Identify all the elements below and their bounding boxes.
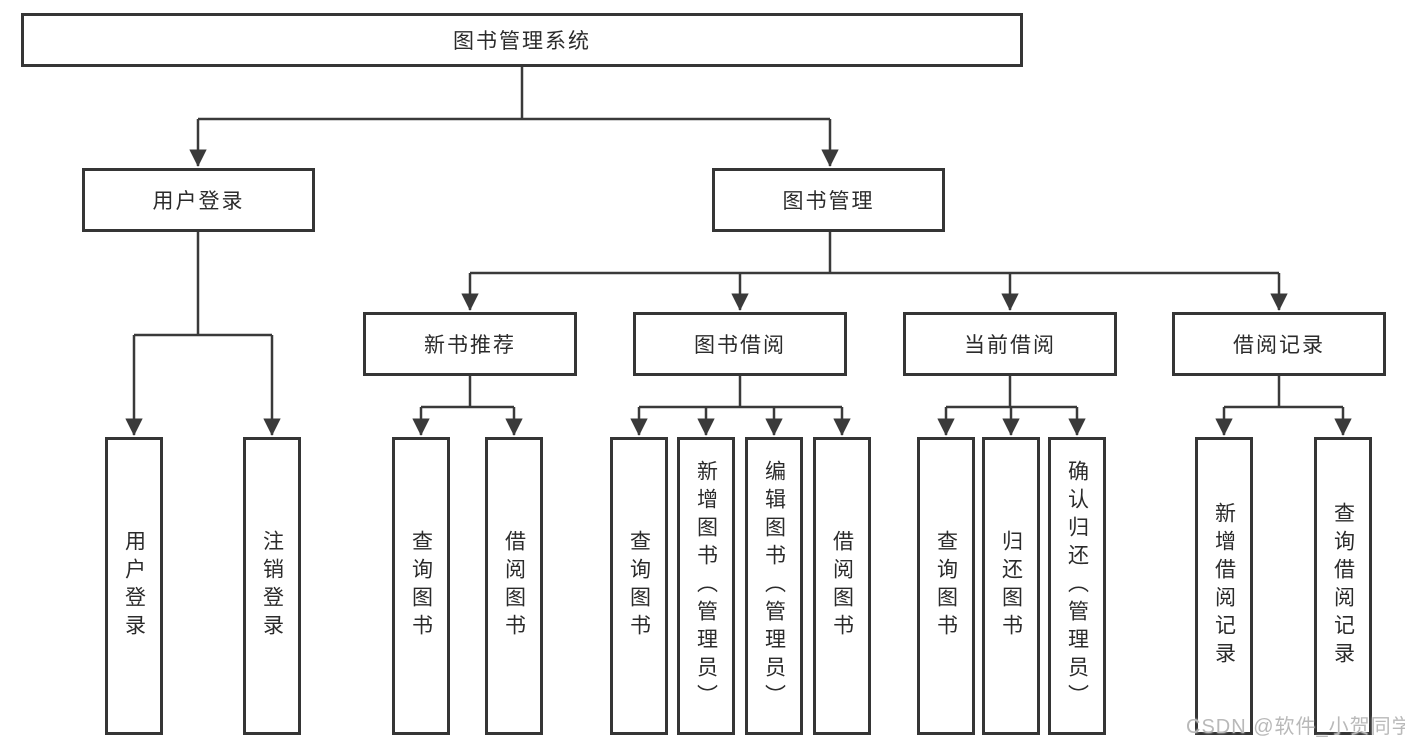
leaf-query-books-recommend: 查询图书 — [392, 437, 450, 735]
node-user-login: 用户登录 — [82, 168, 315, 232]
node-label: 图书借阅 — [694, 334, 786, 357]
node-label: 查询图书 — [934, 530, 958, 642]
node-label: 借阅图书 — [502, 530, 526, 642]
node-book-borrow: 图书借阅 — [633, 312, 847, 376]
csdn-watermark: CSDN @软件_小贺同学 — [1186, 716, 1405, 738]
node-label: 确认归还（管理员） — [1065, 460, 1089, 712]
node-label: 图书管理系统 — [453, 30, 591, 53]
leaf-add-borrow-record: 新增借阅记录 — [1195, 437, 1253, 735]
node-label: 借阅图书 — [830, 530, 854, 642]
leaf-return-books: 归还图书 — [982, 437, 1040, 735]
node-label: 查询图书 — [627, 530, 651, 642]
node-label: 图书管理 — [782, 190, 875, 213]
node-root-library-management-system: 图书管理系统 — [21, 13, 1023, 67]
leaf-borrow-books-recommend: 借阅图书 — [485, 437, 543, 735]
leaf-query-books-current: 查询图书 — [917, 437, 975, 735]
node-label: 注销登录 — [260, 530, 284, 642]
node-new-book-recommend: 新书推荐 — [363, 312, 577, 376]
node-label: 借阅记录 — [1233, 334, 1325, 357]
node-label: 新书推荐 — [424, 334, 516, 357]
node-label: 编辑图书（管理员） — [762, 460, 786, 712]
node-label: 新增图书（管理员） — [694, 460, 718, 712]
leaf-query-borrow-record: 查询借阅记录 — [1314, 437, 1372, 735]
node-borrow-records: 借阅记录 — [1172, 312, 1386, 376]
node-label: 用户登录 — [122, 530, 146, 642]
leaf-borrow-books: 借阅图书 — [813, 437, 871, 735]
leaf-confirm-return-admin: 确认归还（管理员） — [1048, 437, 1106, 735]
node-label: 归还图书 — [999, 530, 1023, 642]
node-current-borrow: 当前借阅 — [903, 312, 1117, 376]
node-label: 查询图书 — [409, 530, 433, 642]
leaf-logout: 注销登录 — [243, 437, 301, 735]
leaf-edit-books-admin: 编辑图书（管理员） — [745, 437, 803, 735]
node-book-management: 图书管理 — [712, 168, 945, 232]
node-label: 当前借阅 — [964, 334, 1056, 357]
node-label: 用户登录 — [152, 190, 245, 213]
leaf-query-books-borrow: 查询图书 — [610, 437, 668, 735]
leaf-add-books-admin: 新增图书（管理员） — [677, 437, 735, 735]
node-label: 新增借阅记录 — [1212, 502, 1236, 670]
node-label: 查询借阅记录 — [1331, 502, 1355, 670]
leaf-user-login: 用户登录 — [105, 437, 163, 735]
